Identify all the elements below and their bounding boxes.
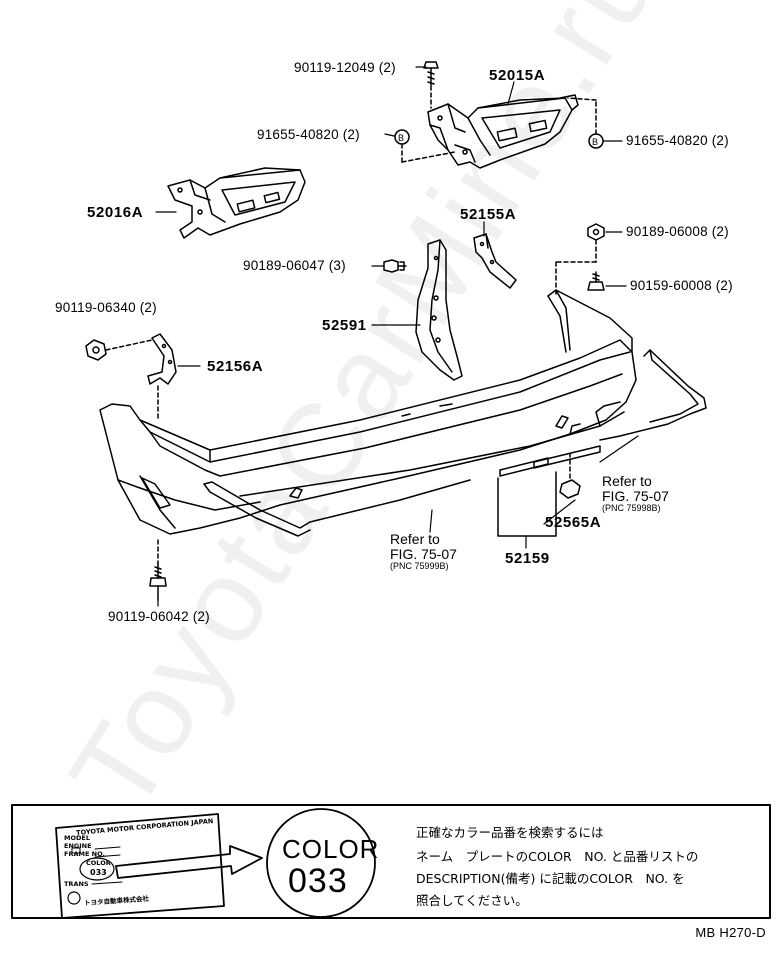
nut-90119-06340 xyxy=(85,339,153,361)
bracket-52591 xyxy=(415,239,463,381)
nut-91655-right: B xyxy=(567,97,604,149)
plate-color-number: 033 xyxy=(90,868,107,877)
label-91655-40820-right: 91655-40820 (2) xyxy=(626,133,729,148)
refer-right-line2: FIG. 75-07 xyxy=(602,487,669,504)
label-90159-60008: 90159-60008 (2) xyxy=(630,278,733,293)
circle-color-word: COLOR xyxy=(282,834,380,864)
instruction-line-3: DESCRIPTION(備考) に記載のCOLOR NO. を xyxy=(416,871,685,886)
arrow-icon xyxy=(115,845,263,879)
refer-to-center: Refer to FIG. 75-07 (PNC 75999B) xyxy=(390,532,457,572)
refer-center-pnc: (PNC 75999B) xyxy=(390,561,449,572)
refer-to-right: Refer to FIG. 75-07 (PNC 75998B) xyxy=(602,474,669,514)
label-90189-06047: 90189-06047 (3) xyxy=(243,258,346,273)
label-52015A: 52015A xyxy=(489,67,546,84)
plate-frame: FRAME NO. xyxy=(64,850,105,858)
rear-bumper-cover xyxy=(99,289,637,535)
label-90119-06042: 90119-06042 (2) xyxy=(108,609,210,624)
label-52591: 52591 xyxy=(322,317,367,334)
clip-52565A xyxy=(559,453,581,499)
molding-lower xyxy=(203,479,471,537)
label-52156A: 52156A xyxy=(207,358,264,375)
bracket-52156A xyxy=(147,333,177,385)
reflector-52159 xyxy=(499,445,601,477)
label-52159: 52159 xyxy=(505,550,550,567)
bolt-90119-06042 xyxy=(149,539,167,601)
label-52565A: 52565A xyxy=(545,514,602,531)
leader-lines xyxy=(155,66,639,607)
svg-text:B: B xyxy=(592,137,598,147)
plate-color-label: COLOR xyxy=(86,859,111,867)
color-circle xyxy=(266,808,376,918)
plate-model: MODEL xyxy=(64,834,90,842)
instruction-line-4: 照合してください。 xyxy=(416,893,528,908)
label-90119-12049: 90119-12049 (2) xyxy=(294,60,396,75)
bracket-52155A xyxy=(473,233,517,289)
label-90189-06008: 90189-06008 (2) xyxy=(626,224,729,239)
label-52016A: 52016A xyxy=(87,204,144,221)
bolt-90119-12049 xyxy=(423,61,439,109)
bracket-52016A xyxy=(167,167,306,239)
clip-90189-06047 xyxy=(383,259,407,273)
label-91655-40820-left: 91655-40820 (2) xyxy=(257,127,360,142)
refer-right-line1: Refer to xyxy=(602,473,652,489)
instruction-line-1: 正確なカラー品番を検索するには xyxy=(416,825,604,840)
molding-upper xyxy=(599,349,707,441)
label-52155A: 52155A xyxy=(460,206,517,223)
refer-right-pnc: (PNC 75998B) xyxy=(602,503,661,514)
svg-text:B: B xyxy=(398,133,404,143)
bracket-52015A xyxy=(427,94,579,169)
nut-91655-left: B xyxy=(394,129,456,163)
instruction-line-2: ネーム プレートのCOLOR NO. と品番リストの xyxy=(416,849,699,864)
plate-engine: ENGINE xyxy=(64,842,92,850)
plate-trans: TRANS xyxy=(64,880,89,888)
color-info-box xyxy=(11,804,771,919)
name-plate xyxy=(55,813,225,919)
circle-color-number: 033 xyxy=(288,862,348,900)
diagram-code: MB H270-D xyxy=(695,925,766,940)
refer-center-line2: FIG. 75-07 xyxy=(390,545,457,562)
nut-90189-06008 xyxy=(587,223,605,263)
refer-center-line1: Refer to xyxy=(390,531,440,547)
label-90119-06340: 90119-06340 (2) xyxy=(55,300,157,315)
bolt-90159-60008 xyxy=(555,261,605,295)
